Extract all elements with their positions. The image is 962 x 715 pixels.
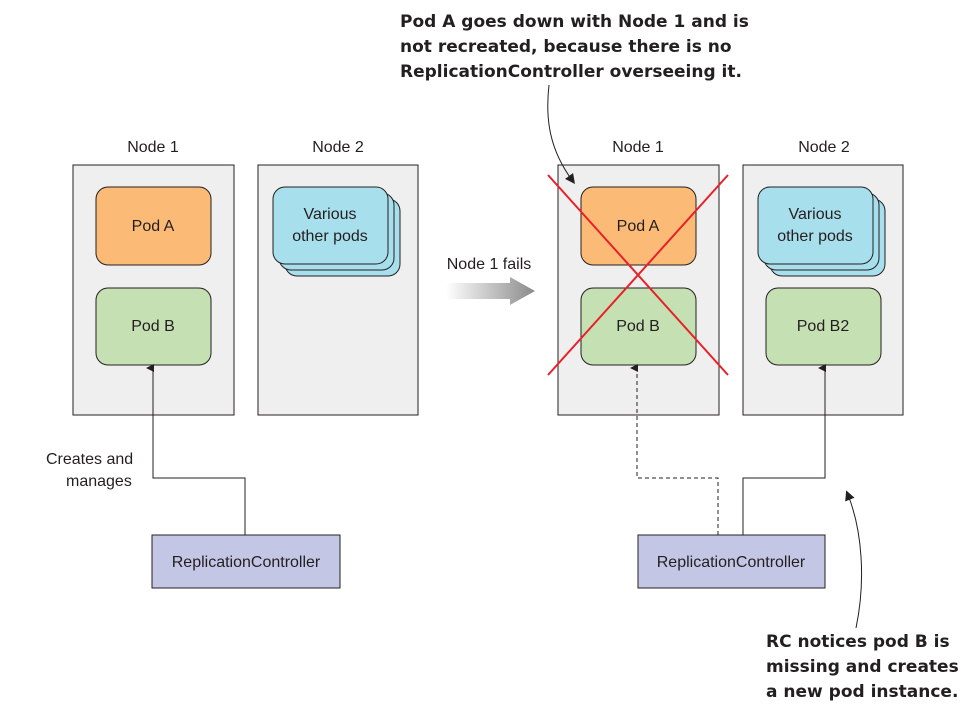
annotation-top-line-3: ReplicationController overseeing it. — [400, 62, 742, 82]
annotation-bottom-line-2: missing and creates — [766, 657, 959, 677]
left-state: Node 1 Node 2 Pod A Pod B Various other … — [46, 139, 419, 589]
pod-a — [95, 186, 212, 266]
rc-label: ReplicationController — [172, 554, 321, 571]
other-pods-stack: Various other pods — [272, 186, 401, 277]
rc-label: ReplicationController — [657, 554, 806, 571]
other-pods-label-2: other pods — [777, 228, 853, 245]
annotation-pointer-icon — [547, 84, 575, 185]
pod-b-label: Pod B — [616, 318, 660, 335]
manage-connector — [146, 364, 246, 535]
annotation-top-line-2: not recreated, because there is no — [400, 37, 732, 57]
creates-label-2: manages — [66, 473, 132, 490]
other-pods-stack: Various other pods — [757, 186, 886, 277]
replication-controller — [151, 534, 341, 589]
pod-a-label: Pod A — [132, 218, 175, 235]
annotation-top: Pod A goes down with Node 1 and is not r… — [400, 12, 749, 185]
pod-a — [580, 186, 697, 266]
annotation-bottom-line-1: RC notices pod B is — [766, 632, 950, 652]
pod-b-label: Pod B — [131, 318, 175, 335]
node2-label: Node 2 — [312, 139, 364, 156]
annotation-bottom: RC notices pod B is missing and creates … — [766, 490, 959, 702]
pod-b2-label: Pod B2 — [797, 318, 850, 335]
failure-cross-icon — [547, 174, 729, 376]
transition-label: Node 1 fails — [447, 256, 532, 273]
pod-a-label: Pod A — [617, 218, 660, 235]
node1-label: Node 1 — [612, 139, 664, 156]
annotation-pointer-icon — [845, 490, 862, 629]
creates-label-1: Creates and — [46, 451, 133, 468]
lost-connector-dashed — [630, 364, 719, 535]
node1-label: Node 1 — [127, 139, 179, 156]
other-pods-label-1: Various — [788, 206, 841, 223]
replication-controller — [637, 534, 826, 589]
other-pods-label-2: other pods — [292, 228, 368, 245]
other-pods-label-1: Various — [303, 206, 356, 223]
transition-arrow-icon — [446, 277, 535, 305]
annotation-top-line-1: Pod A goes down with Node 1 and is — [400, 12, 749, 32]
node2-label: Node 2 — [798, 139, 850, 156]
annotation-bottom-line-3: a new pod instance. — [766, 682, 958, 702]
manage-connector — [742, 364, 826, 535]
right-state: Node 1 Node 2 Pod A Pod B Various other … — [547, 139, 904, 589]
